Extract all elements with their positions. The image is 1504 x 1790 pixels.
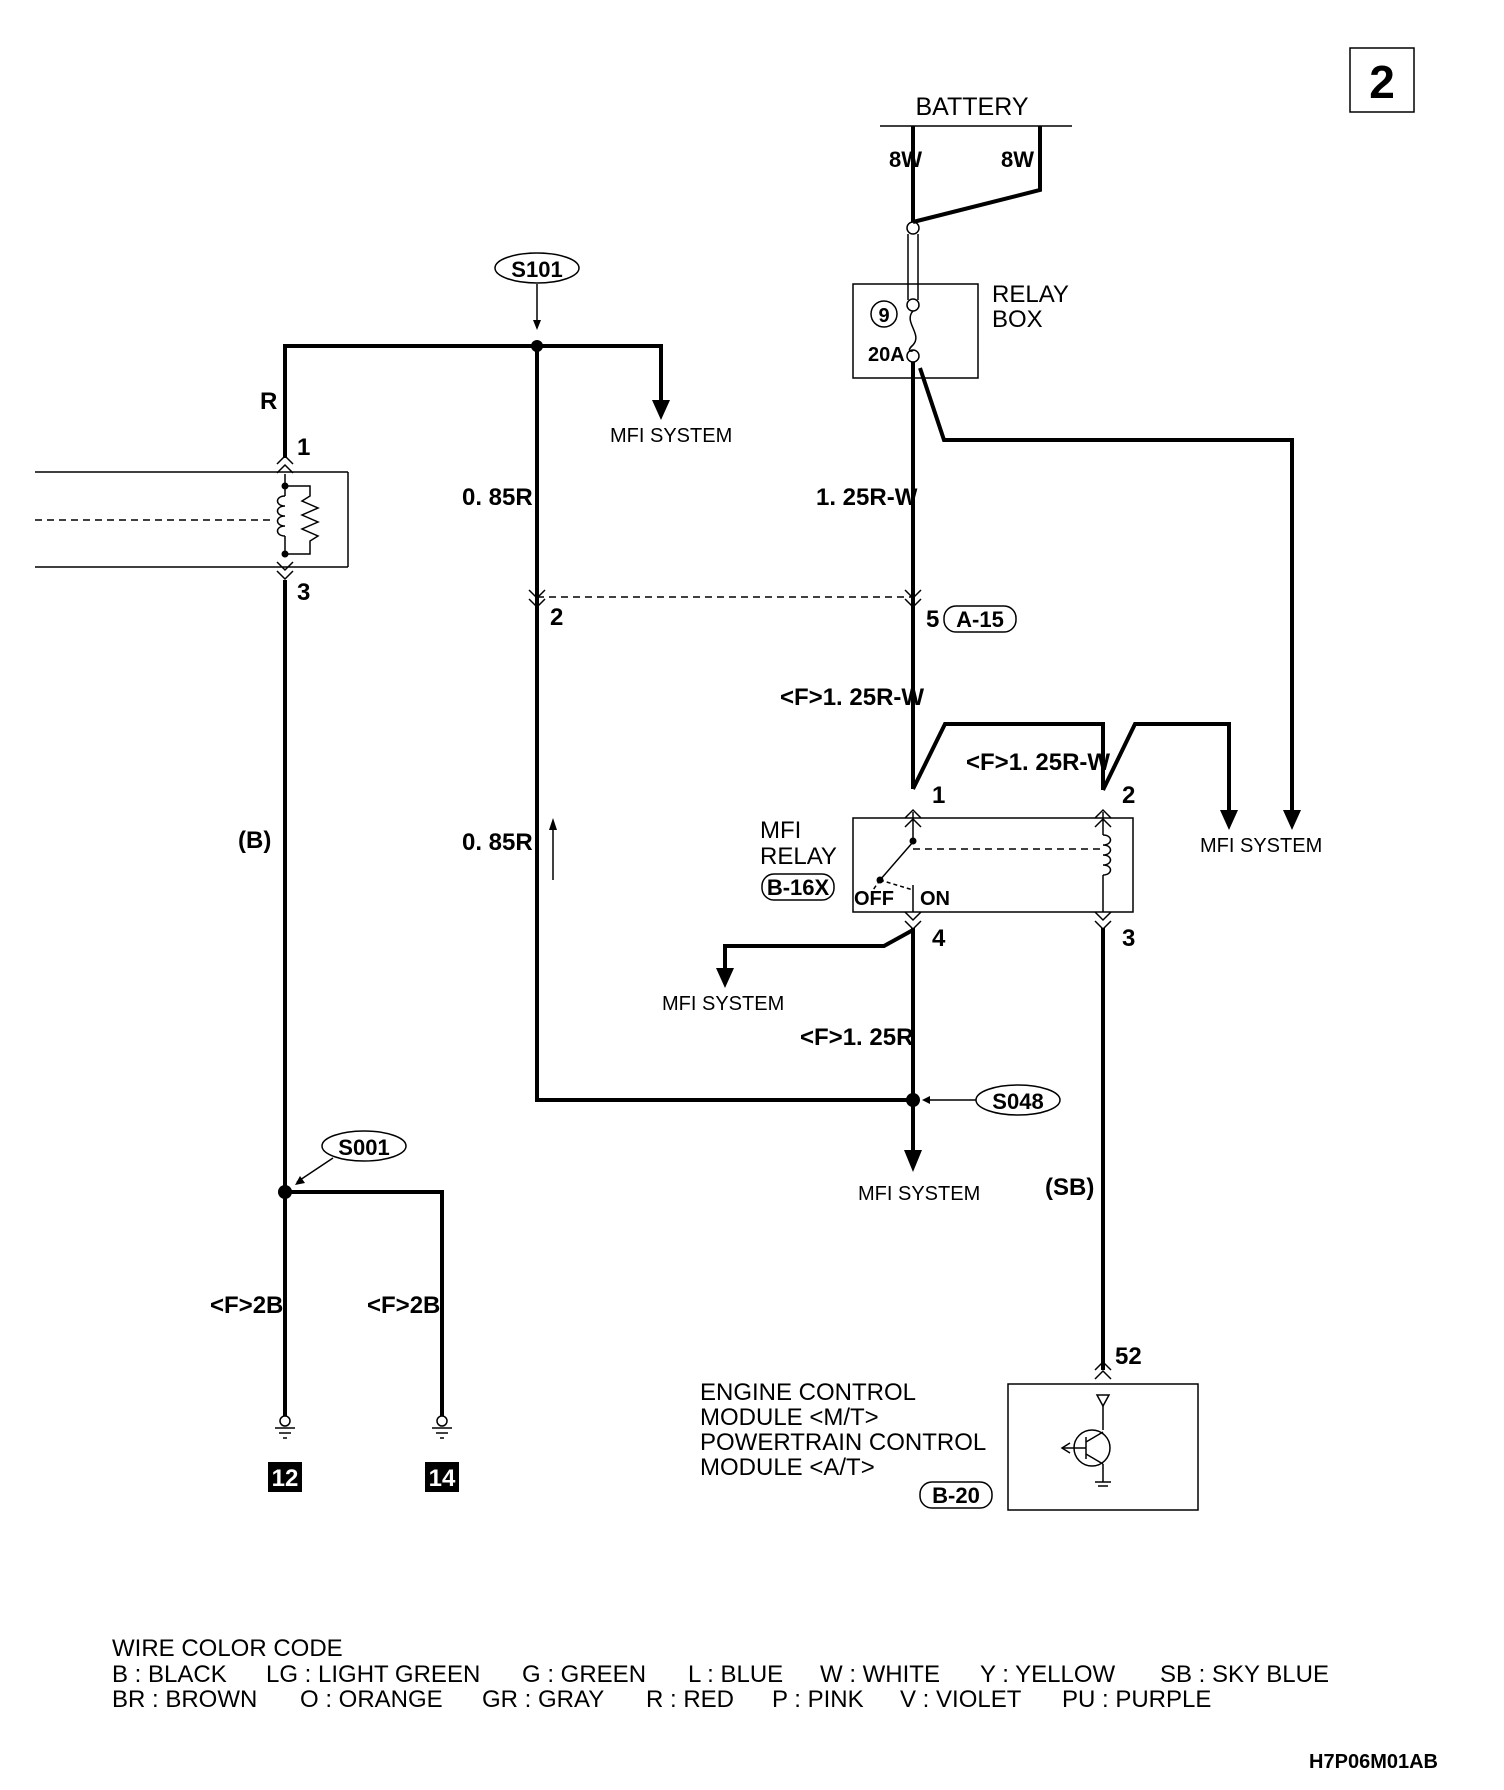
color-code-w: W : WHITE (820, 1661, 940, 1688)
ecm-label-4: MODULE <A/T> (700, 1454, 875, 1481)
current-flow-arrow (549, 818, 557, 880)
splice-s101-label: S101 (511, 257, 562, 282)
pin-jc-5: 5 (926, 606, 939, 633)
mfi-system-3: MFI SYSTEM (662, 993, 784, 1015)
fuse-number: 9 (878, 305, 889, 327)
ecm-label-2: MODULE <M/T> (700, 1404, 879, 1431)
splice-s001-label: S001 (338, 1135, 389, 1160)
pin-left-3: 3 (297, 579, 310, 606)
fuse-symbol (906, 221, 920, 363)
color-code-lg: LG : LIGHT GREEN (266, 1661, 480, 1688)
pin-relay-1: 1 (932, 782, 945, 809)
color-code-br: BR : BROWN (112, 1686, 257, 1713)
ecm-label-1: ENGINE CONTROL (700, 1379, 916, 1406)
wire-label-0-85r-bottom: 0. 85R (462, 829, 533, 856)
connector-b20-label: B-20 (932, 1483, 980, 1508)
wire-label-f2b-left: <F>2B (210, 1292, 283, 1319)
color-code-l: L : BLUE (688, 1661, 783, 1688)
wire-label-f-1-25rw-a: <F>1. 25R-W (780, 684, 924, 711)
pin-left-1: 1 (297, 434, 310, 461)
wire-label-f-1-25r: <F>1. 25R (800, 1024, 913, 1051)
ground-14: 14 (425, 1415, 459, 1492)
pin-relay-4: 4 (932, 925, 946, 952)
relay-off-label: OFF (854, 888, 894, 910)
relay-box-label-1: RELAY (992, 281, 1069, 308)
color-code-p: P : PINK (772, 1686, 864, 1713)
mfi-system-2: MFI SYSTEM (1200, 835, 1322, 857)
connector-b16x-label: B-16X (767, 875, 830, 900)
splice-s048-label: S048 (992, 1089, 1043, 1114)
relay-on-label: ON (920, 888, 950, 910)
splice-s001: S001 (278, 1130, 407, 1199)
ground-14-label: 14 (429, 1465, 456, 1492)
fuse-rating: 20A (868, 344, 905, 366)
wire-s001-branch (285, 1190, 444, 1416)
color-code-gr: GR : GRAY (482, 1686, 604, 1713)
page-number-box: 2 (1349, 47, 1415, 113)
wire-label-r: R (260, 388, 277, 415)
ground-12-label: 12 (272, 1465, 299, 1492)
mfi-system-1: MFI SYSTEM (610, 425, 732, 447)
battery-wire-right: 8W (1001, 147, 1034, 172)
battery-wire-left: 8W (889, 147, 922, 172)
pin-jc-2: 2 (550, 604, 563, 631)
wire-label-f2b-right: <F>2B (367, 1292, 440, 1319)
mfi-relay: MFI RELAY B-16X OFF ON (760, 808, 1134, 931)
wire-label-sb: (SB) (1045, 1174, 1094, 1201)
wire-r-top (283, 344, 663, 458)
mfi-system-4: MFI SYSTEM (858, 1183, 980, 1205)
pin-relay-3: 3 (1122, 925, 1135, 952)
battery-label: BATTERY (916, 93, 1029, 121)
figure-code: H7P06M01AB (1309, 1751, 1438, 1773)
ground-12: 12 (268, 1415, 302, 1492)
battery: BATTERY 8W 8W (880, 93, 1072, 172)
wire-color-code: WIRE COLOR CODE B : BLACK LG : LIGHT GRE… (112, 1635, 1329, 1713)
wire-relay-pin2-mfi (1101, 722, 1231, 822)
relay-box-label-2: BOX (992, 306, 1043, 333)
splice-s048: S048 (906, 1084, 1061, 1116)
engine-control-module: ENGINE CONTROL MODULE <M/T> POWERTRAIN C… (700, 1379, 1199, 1511)
wire-fuse-to-mfi-system (918, 367, 1294, 822)
mfi-relay-label-2: RELAY (760, 843, 837, 870)
connector-a15-label: A-15 (956, 607, 1004, 632)
pin-relay-2: 2 (1122, 782, 1135, 809)
wire-label-f-1-25rw-b: <F>1. 25R-W (966, 749, 1110, 776)
wire-8w-right (912, 126, 1042, 224)
color-code-g: G : GREEN (522, 1661, 646, 1688)
color-code-pu: PU : PURPLE (1062, 1686, 1211, 1713)
wire-relay-pin1-bridge (911, 722, 1105, 790)
color-code-v: V : VIOLET (900, 1686, 1022, 1713)
color-code-b: B : BLACK (112, 1661, 227, 1688)
relay-box: RELAY BOX 9 20A (852, 281, 1069, 379)
color-code-title: WIRE COLOR CODE (112, 1635, 343, 1662)
wire-label-1-25rw: 1. 25R-W (816, 484, 918, 511)
mfi-relay-label-1: MFI (760, 817, 801, 844)
color-code-y: Y : YELLOW (980, 1661, 1116, 1688)
wire-relay-pin4-mfi (723, 928, 914, 978)
color-code-r: R : RED (646, 1686, 734, 1713)
page-number: 2 (1369, 56, 1395, 108)
wire-label-0-85r-top: 0. 85R (462, 484, 533, 511)
color-code-sb: SB : SKY BLUE (1160, 1661, 1329, 1688)
ecm-label-3: POWERTRAIN CONTROL (700, 1429, 986, 1456)
joint-connector-a15: 2 5 A-15 (528, 589, 1017, 633)
wire-label-b: (B) (238, 827, 271, 854)
pin-ecm-52: 52 (1115, 1343, 1142, 1370)
left-component (35, 454, 349, 581)
splice-s101: S101 (494, 252, 580, 352)
color-code-o: O : ORANGE (300, 1686, 443, 1713)
